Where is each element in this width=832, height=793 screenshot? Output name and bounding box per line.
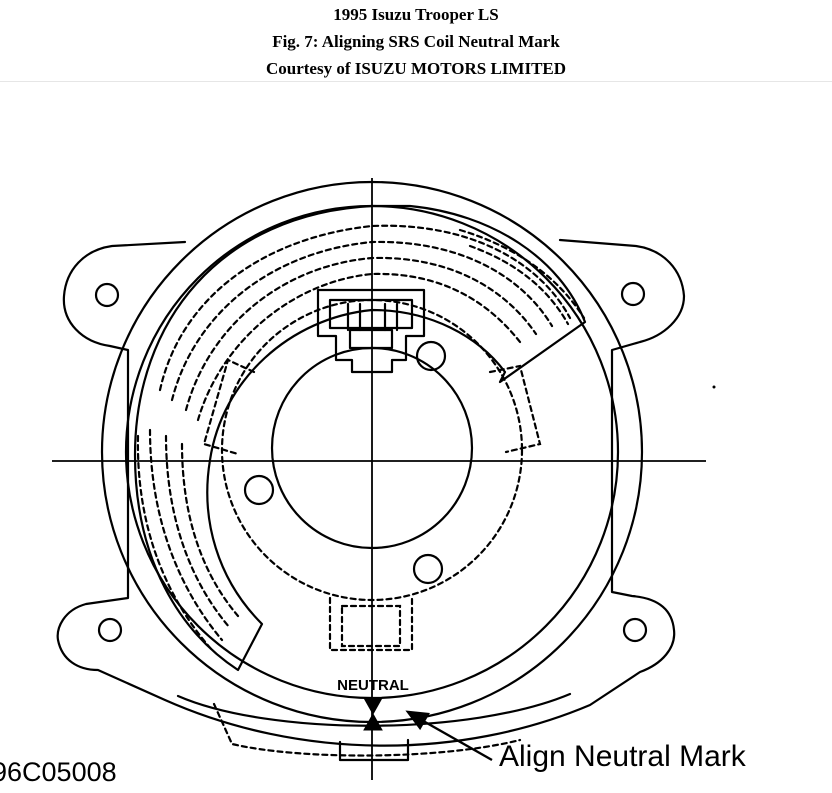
align-neutral-mark-callout: Align Neutral Mark: [499, 740, 747, 773]
connector-latch: [348, 328, 394, 350]
locating-hole-upper-right: [415, 340, 447, 372]
mounting-hole-bottom-right: [622, 617, 648, 643]
ribbon-arc-1: [158, 224, 572, 392]
mounting-flange: [56, 238, 686, 747]
neutral-mark-tab: [338, 738, 410, 762]
ribbon-arc-8: [136, 434, 214, 652]
figure-title: Fig. 7: Aligning SRS Coil Neutral Mark: [272, 32, 560, 51]
neutral-mark-triangle-up: [363, 712, 383, 731]
callout-leader-line: [417, 716, 493, 762]
ribbon-arc-10: [468, 244, 570, 326]
courtesy-line: Courtesy of ISUZU MOTORS LIMITED: [265, 59, 567, 78]
mounting-hole-top-right: [620, 281, 646, 307]
vehicle-title: 1995 Isuzu Trooper LS: [333, 5, 499, 24]
left-guide-dashed: [202, 358, 256, 456]
figure-code: 96C05008: [0, 757, 117, 787]
connector-inner: [328, 298, 414, 330]
srs-coil-diagram: NEUTRAL Align Neutral Mark 96C05008: [0, 178, 747, 787]
lower-lip-dashed: [212, 702, 522, 757]
ribbon-arc-4: [196, 272, 522, 422]
locating-hole-lower-right: [412, 553, 444, 585]
ribbon-arc-5: [148, 428, 224, 642]
neutral-label: NEUTRAL: [337, 677, 409, 694]
connector-housing: [316, 288, 426, 374]
srs-coil-figure: NEUTRAL Align Neutral Mark 96C05008: [0, 82, 832, 793]
bottom-inner-dashed: [340, 604, 402, 648]
speck-mark: [712, 385, 716, 389]
ribbon-arc-7: [180, 442, 240, 618]
page-header: 1995 Isuzu Trooper LS Fig. 7: Aligning S…: [0, 0, 832, 82]
right-guide-dashed: [488, 364, 542, 454]
locating-hole-left: [243, 474, 275, 506]
bottom-guide-dashed: [328, 596, 414, 652]
ribbon-arc-6: [164, 434, 232, 630]
mounting-hole-top-left: [94, 282, 120, 308]
ribbon-arc-2: [170, 240, 554, 402]
rotor-cover-plate: [133, 204, 587, 672]
neutral-mark-triangle-down: [363, 697, 383, 716]
ribbon-arc-9: [458, 228, 586, 320]
mounting-hole-bottom-left: [97, 617, 123, 643]
callout-arrowhead: [405, 710, 430, 731]
